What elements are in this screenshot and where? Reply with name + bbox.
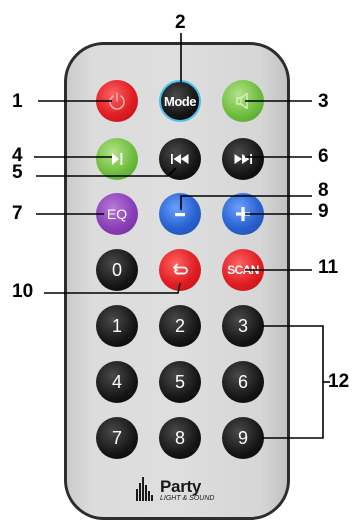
callout-label-7: 7 (12, 203, 23, 224)
previous-track-icon (171, 154, 189, 164)
digit-0-label: 0 (111, 259, 122, 280)
brand-logo: Party LIGHT & SOUND (128, 475, 228, 511)
repeat-icon (173, 263, 188, 275)
callout-label-5: 5 (12, 162, 23, 183)
volume-down-button[interactable] (159, 193, 201, 235)
brand-name: Party (160, 477, 202, 496)
digit-1-button[interactable]: 1 (96, 305, 138, 347)
digit-2-label: 2 (174, 315, 185, 336)
callout-label-1: 1 (12, 91, 23, 112)
play-pause-button[interactable] (96, 138, 138, 180)
eq-label: EQ (106, 206, 128, 222)
power-button[interactable] (96, 80, 138, 122)
repeat-button[interactable] (159, 249, 201, 291)
digit-3-label: 3 (237, 315, 248, 336)
digit-8-label: 8 (174, 427, 185, 448)
digit-4-label: 4 (111, 371, 122, 392)
next-track-icon (234, 154, 252, 164)
digit-6-button[interactable]: 6 (222, 361, 264, 403)
digit-9-label: 9 (237, 427, 248, 448)
mode-button[interactable]: Mode (159, 80, 201, 122)
digit-0-button[interactable]: 0 (96, 249, 138, 291)
minus-icon (175, 213, 185, 217)
eq-button[interactable]: EQ (96, 193, 138, 235)
scan-button[interactable]: SCAN (222, 249, 264, 291)
power-icon (109, 92, 125, 110)
scan-label: SCAN (227, 263, 259, 277)
digit-1-label: 1 (111, 315, 122, 336)
mute-button[interactable] (222, 80, 264, 122)
mode-label: Mode (164, 93, 196, 109)
callout-label-11: 11 (318, 257, 339, 278)
brand-tagline: LIGHT & SOUND (160, 495, 215, 502)
volume-up-button[interactable] (222, 193, 264, 235)
digit-7-button[interactable]: 7 (96, 417, 138, 459)
digit-4-button[interactable]: 4 (96, 361, 138, 403)
digit-2-button[interactable]: 2 (159, 305, 201, 347)
callout-label-2: 2 (175, 12, 186, 33)
callout-label-6: 6 (318, 146, 329, 167)
plus-icon (236, 207, 250, 221)
callout-label-4: 4 (12, 145, 23, 166)
speaker-mute-icon (236, 92, 248, 110)
next-track-button[interactable] (222, 138, 264, 180)
digit-5-button[interactable]: 5 (159, 361, 201, 403)
digit-9-button[interactable]: 9 (222, 417, 264, 459)
digit-7-label: 7 (111, 427, 122, 448)
play-pause-icon (112, 153, 123, 165)
previous-track-button[interactable] (159, 138, 201, 180)
digit-8-button[interactable]: 8 (159, 417, 201, 459)
callout-label-9: 9 (318, 201, 329, 222)
callout-label-8: 8 (318, 180, 329, 201)
equalizer-bars-icon (136, 477, 153, 501)
digit-5-label: 5 (174, 371, 185, 392)
callout-label-10: 10 (12, 281, 34, 302)
digit-6-label: 6 (237, 371, 248, 392)
callout-label-12: 12 (328, 371, 350, 392)
digit-3-button[interactable]: 3 (222, 305, 264, 347)
callout-label-3: 3 (318, 91, 329, 112)
